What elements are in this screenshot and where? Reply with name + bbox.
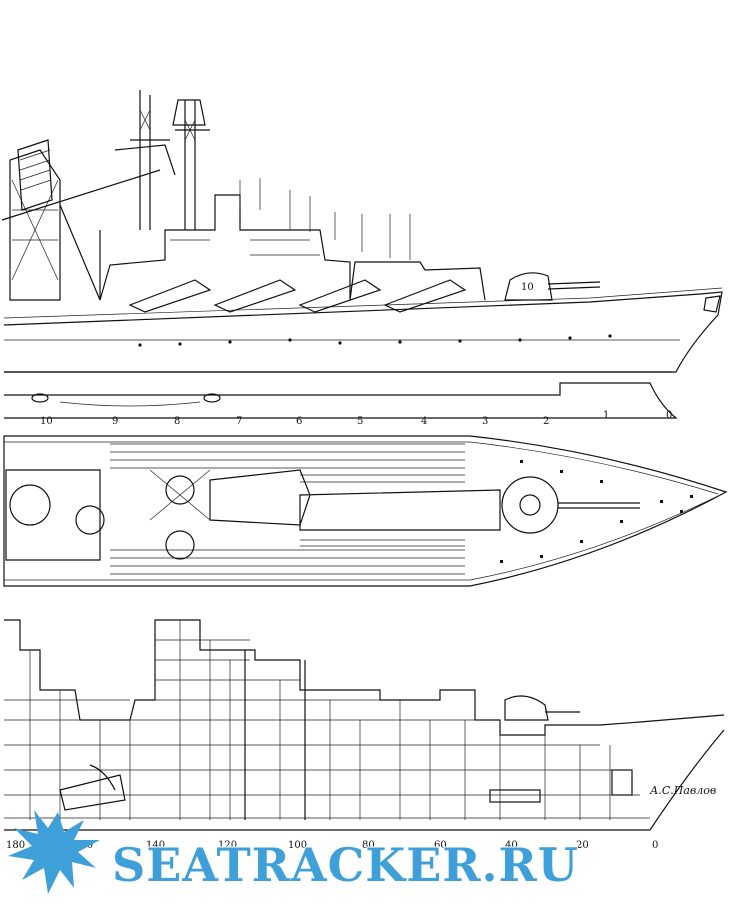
deck-fittings bbox=[500, 460, 693, 563]
section-frame-label: 20 bbox=[576, 840, 589, 851]
author-signature: А.С.Павлов bbox=[649, 784, 716, 797]
section-frame-label: 120 bbox=[218, 840, 237, 851]
profile-frame-label: 4 bbox=[421, 416, 427, 427]
section-frame-label: 100 bbox=[288, 840, 307, 851]
hull-portholes bbox=[138, 334, 612, 347]
profile-frame-label: 3 bbox=[482, 416, 488, 427]
watermark: SEATRACKER.RU bbox=[8, 810, 579, 894]
profile-frame-label: 0 bbox=[666, 410, 672, 421]
deck-missile-tubes bbox=[110, 443, 465, 575]
profile-frame-label: 10 bbox=[40, 416, 53, 427]
profile-frame-label: 2 bbox=[543, 416, 549, 427]
sunburst-logo-icon bbox=[8, 810, 100, 894]
profile-frame-label: 8 bbox=[174, 416, 180, 427]
turret-marking: 10 bbox=[521, 282, 534, 293]
hull-plating-grid bbox=[4, 620, 650, 820]
deck-plan bbox=[3, 435, 728, 587]
missile-launchers bbox=[128, 279, 467, 313]
section-frame-label: 180 bbox=[6, 840, 25, 851]
section-frame-label: 60 bbox=[434, 840, 447, 851]
section-frame-label: 80 bbox=[362, 840, 375, 851]
profile-frame-label: 9 bbox=[112, 416, 118, 427]
side-profile: 10 10 9 8 7 6 5 4 3 2 1 0 bbox=[1, 90, 723, 427]
watermark-text: SEATRACKER.RU bbox=[112, 838, 579, 892]
profile-frame-label: 6 bbox=[296, 416, 302, 427]
section-frame-label: 40 bbox=[505, 840, 518, 851]
body-plan: А.С.Павлов 180 160 140 120 100 80 60 40 … bbox=[4, 619, 725, 851]
profile-frame-label: 1 bbox=[603, 410, 609, 421]
gun-turret: 10 bbox=[504, 272, 601, 301]
profile-frame-scale: 10 9 8 7 6 5 4 3 2 1 0 bbox=[40, 410, 672, 427]
section-frame-label: 140 bbox=[146, 840, 165, 851]
section-frame-label: 0 bbox=[652, 840, 658, 851]
profile-frame-label: 5 bbox=[357, 416, 363, 427]
profile-frame-label: 7 bbox=[236, 416, 242, 427]
